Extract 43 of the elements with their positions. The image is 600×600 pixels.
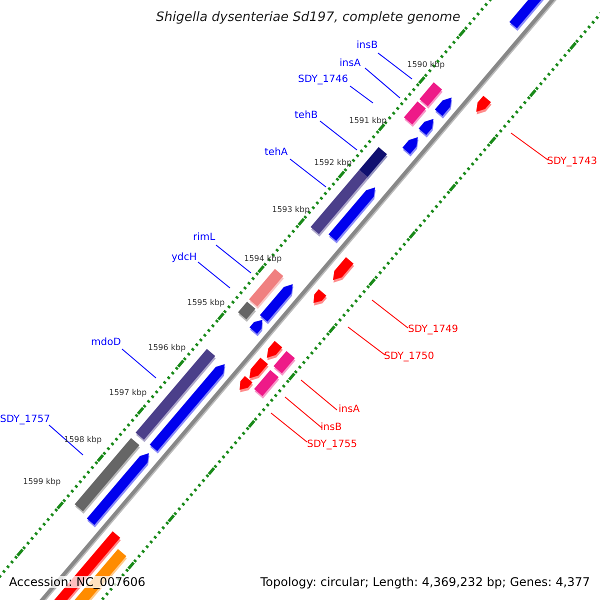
gene-label: SDY_1757 [0, 415, 50, 425]
leader-line [122, 348, 156, 378]
gene-label: tehA [264, 148, 288, 158]
tick-label: 1599 kbp [23, 478, 61, 486]
tick-label: 1596 kbp [148, 344, 186, 352]
gene-label: ydcH [172, 253, 197, 263]
leader-line [378, 52, 412, 80]
leader-line [350, 86, 374, 104]
leader-line [284, 396, 322, 428]
leader-line [270, 412, 308, 442]
gene-label: SDY_1746 [298, 75, 348, 85]
gene-label: mdoD [91, 338, 121, 348]
gene-label: SDY_1743 [547, 157, 598, 167]
gene-label: SDY_1755 [307, 440, 358, 450]
tick-label: 1592 kbp [314, 159, 352, 167]
leader-line [198, 262, 230, 288]
tick-label: 1594 kbp [244, 255, 282, 263]
gene-label: SDY_1749 [408, 325, 458, 335]
tick-label: 1591 kbp [349, 117, 387, 125]
tick-label: 1595 kbp [187, 299, 225, 307]
tick-label: 1590 kbp [407, 61, 445, 69]
leader-line [320, 120, 358, 150]
leader-line [216, 244, 252, 274]
leader-line [48, 424, 84, 456]
map-title: Shigella dysenteriae Sd197, complete genome [156, 11, 460, 24]
gene-label: insB [320, 423, 342, 433]
leader-line [300, 380, 338, 410]
tick-label: 1593 kbp [272, 206, 310, 214]
gene-label: SDY_1750 [384, 352, 434, 362]
genome-stats-text: Topology: circular; Length: 4,369,232 bp; Genes: 4,377 [260, 576, 590, 588]
gene-label: insA [340, 59, 361, 69]
gene-label: insA [338, 405, 360, 415]
leader-line [372, 300, 408, 328]
gene-label: tehB [294, 111, 318, 121]
gene-label: insB [356, 41, 378, 51]
leader-line [364, 68, 400, 98]
tick-label: 1597 kbp [109, 389, 147, 397]
tick-label: 1598 kbp [64, 436, 102, 444]
gene-label: rimL [193, 233, 216, 243]
leader-line [510, 132, 548, 160]
leader-line [348, 326, 386, 356]
leader-line [290, 158, 326, 188]
accession-text: Accession: NC_007606 [9, 576, 146, 588]
